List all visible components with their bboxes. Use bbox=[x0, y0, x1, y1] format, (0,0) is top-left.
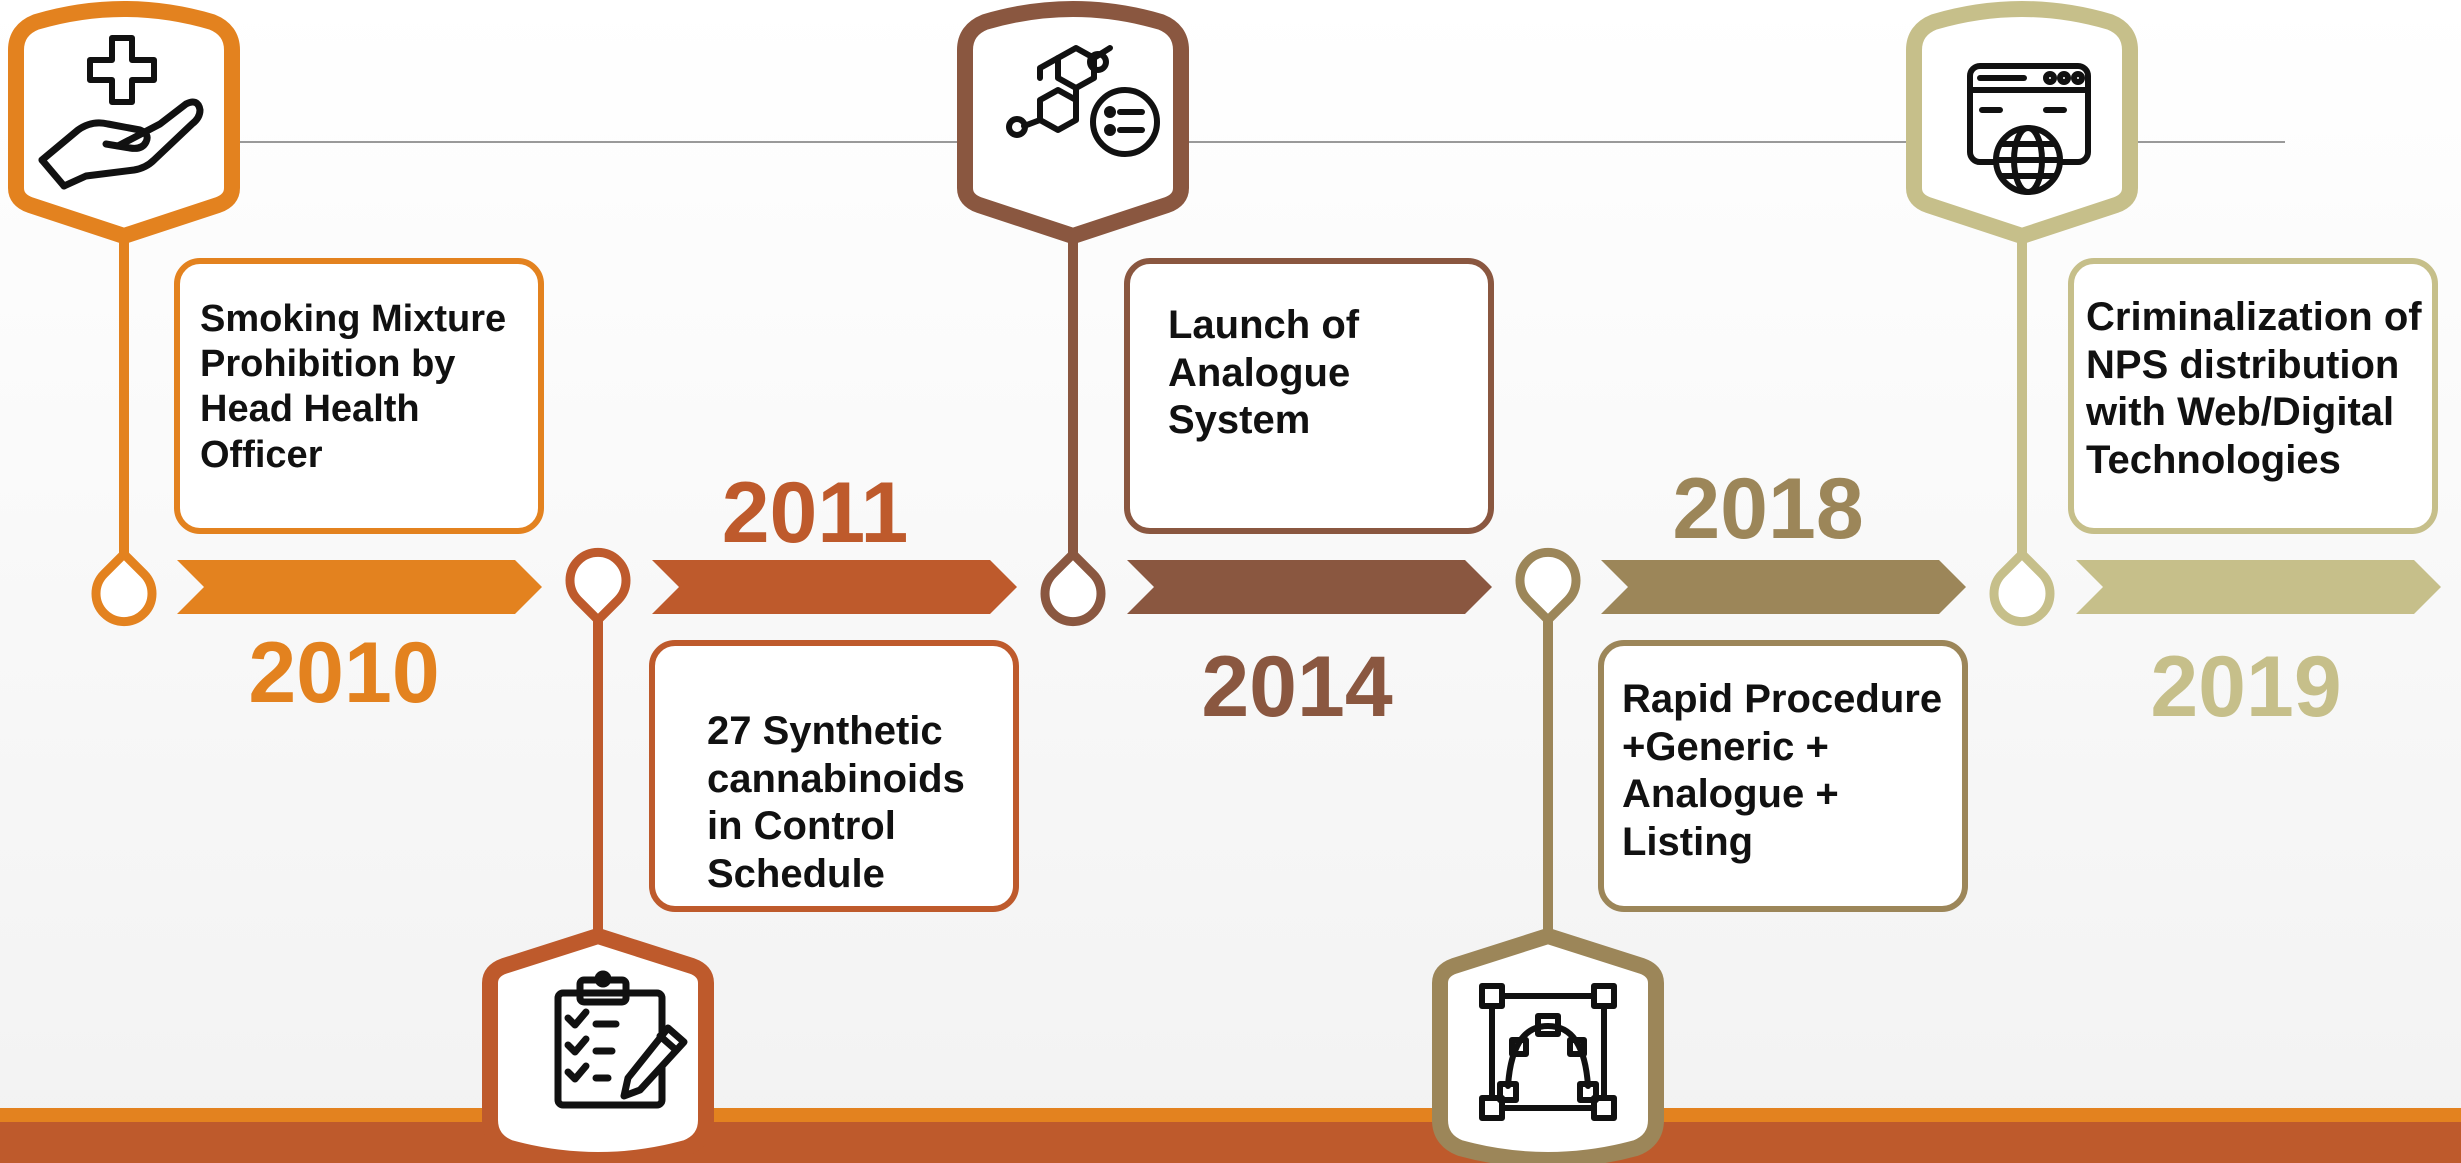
badge-2018 bbox=[1432, 928, 1664, 1163]
badge-2019 bbox=[1906, 1, 2138, 244]
event-text-2019: Criminalization of NPS distribution with… bbox=[2086, 295, 2422, 482]
pin-2019 bbox=[1989, 549, 2055, 627]
pin-2011 bbox=[565, 547, 631, 625]
arrow-2011 bbox=[652, 560, 1017, 614]
hand-medical-cross-icon bbox=[38, 35, 204, 190]
year-label-2018: 2018 bbox=[1672, 461, 1864, 557]
pin-2018 bbox=[1515, 547, 1581, 625]
event-card-2018: Rapid Procedure +Generic + Analogue + Li… bbox=[1598, 640, 1968, 912]
bottom-stripe bbox=[0, 1108, 2461, 1122]
year-label-2019: 2019 bbox=[2150, 639, 2342, 735]
bottom-band bbox=[0, 1122, 2461, 1163]
event-text-2018: Rapid Procedure +Generic + Analogue + Li… bbox=[1622, 677, 1943, 864]
event-text-2010: Smoking Mixture Prohibition by Head Heal… bbox=[200, 298, 507, 476]
event-card-2014: Launch of Analogue System bbox=[1124, 258, 1494, 534]
event-text-2014: Launch of Analogue System bbox=[1168, 303, 1360, 443]
arrow-2018 bbox=[1601, 560, 1966, 614]
molecule-structure-icon bbox=[1006, 45, 1160, 157]
pin-2014 bbox=[1040, 549, 1106, 627]
event-card-2019: Criminalization of NPS distribution with… bbox=[2068, 258, 2438, 534]
event-card-2010: Smoking Mixture Prohibition by Head Heal… bbox=[174, 258, 544, 534]
bezier-curve-icon bbox=[1479, 983, 1617, 1121]
arrow-2014 bbox=[1127, 560, 1492, 614]
clipboard-checklist-icon bbox=[554, 970, 688, 1109]
year-label-2010: 2010 bbox=[248, 625, 440, 721]
badge-2010 bbox=[8, 1, 240, 244]
arrow-2010 bbox=[177, 560, 542, 614]
arrow-2019 bbox=[2076, 560, 2441, 614]
year-label-2011: 2011 bbox=[721, 465, 909, 561]
web-globe-icon bbox=[1967, 63, 2091, 195]
event-text-2011: 27 Synthetic cannabinoids in Control Sch… bbox=[707, 709, 965, 896]
pin-2010 bbox=[91, 549, 157, 627]
event-card-2011: 27 Synthetic cannabinoids in Control Sch… bbox=[649, 640, 1019, 912]
year-label-2014: 2014 bbox=[1201, 639, 1393, 735]
